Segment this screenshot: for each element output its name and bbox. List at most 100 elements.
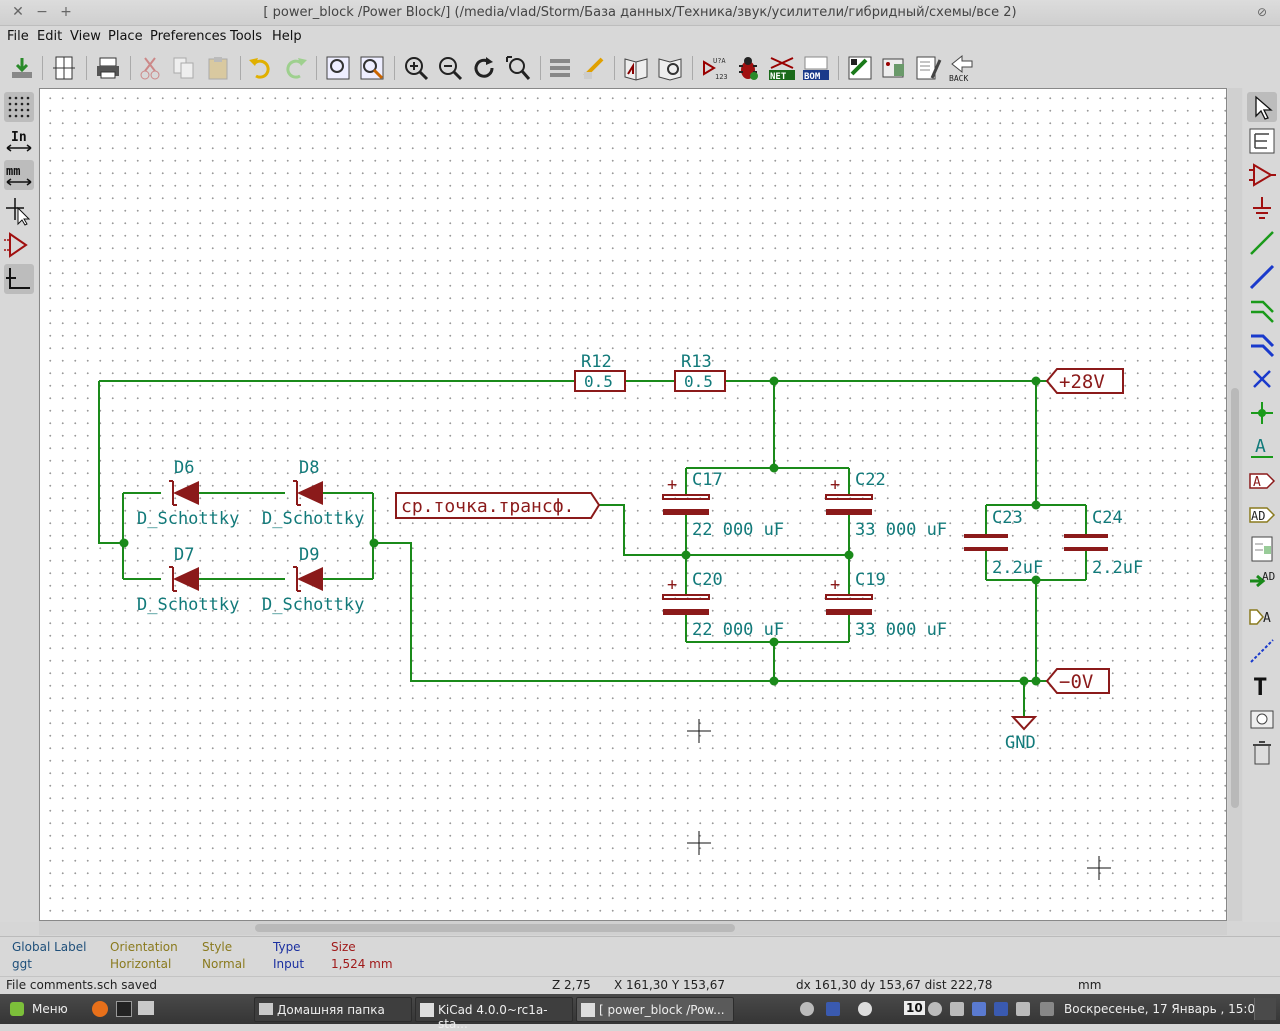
place-global-label-icon[interactable]: A [1247,466,1277,496]
no-connect-icon[interactable] [1247,364,1277,394]
capacitor-c23[interactable]: C23 2.2uF [964,508,1043,578]
netlist-icon[interactable]: NET [768,54,796,82]
shield-icon[interactable] [972,1002,986,1016]
show-desktop-button[interactable] [1254,998,1276,1020]
graphic-line-icon[interactable] [1247,636,1277,666]
cut-icon[interactable] [136,54,164,82]
pen-icon[interactable] [1040,1002,1054,1016]
pcbnew-icon[interactable] [880,54,908,82]
task-eeschema[interactable]: [ power_block /Pow... [576,997,734,1022]
flag-us-icon[interactable] [826,1002,840,1016]
place-bus-icon[interactable] [1247,262,1277,292]
place-junction-icon[interactable] [1247,398,1277,428]
global-label-plus28v[interactable]: +28V [1045,368,1124,394]
zoom-fit-icon[interactable] [504,54,532,82]
redraw-icon[interactable] [470,54,498,82]
resistor-r12[interactable]: R12 0.5 [574,352,626,392]
capacitor-c17[interactable]: + C17 22 000 uF [662,470,784,540]
horizontal-scrollbar[interactable] [39,921,1227,935]
save-schematic-icon[interactable] [8,54,36,82]
horizontal-scroll-thumb[interactable] [255,924,735,932]
maximize-window-button[interactable]: + [60,4,72,20]
place-component-icon[interactable] [1247,160,1277,190]
menu-tools[interactable]: Tools [230,29,263,44]
cvpcb-icon[interactable] [846,54,874,82]
place-hier-label-icon[interactable]: AD [1247,500,1277,530]
zoom-out-icon[interactable] [436,54,464,82]
paste-icon[interactable] [204,54,232,82]
menu-place[interactable]: Place [108,29,143,44]
units-inch-icon[interactable]: In [4,126,34,156]
clock[interactable]: Воскресенье, 17 Январь , 15:04 [1064,1002,1263,1016]
place-text-icon[interactable]: T [1247,670,1277,700]
zoom-in-icon[interactable] [402,54,430,82]
place-net-label-icon[interactable]: A [1247,432,1277,462]
task-kicad[interactable]: KiCad 4.0.0~rc1a-sta... [415,997,573,1031]
find-icon[interactable] [324,54,352,82]
grid-toggle-icon[interactable] [4,92,34,122]
user-icon[interactable] [858,1002,872,1016]
task-home-folder[interactable]: Домашняя папка [254,997,412,1022]
diode-d9[interactable]: D9 D_Schottky [262,545,364,615]
menu-edit[interactable]: Edit [37,29,63,44]
wire-bus-entry-icon[interactable] [1247,296,1277,326]
hierarchy-navigator-icon[interactable] [546,54,574,82]
capacitor-c19[interactable]: + C19 33 000 uF [825,570,947,640]
capacitor-c24[interactable]: C24 2.2uF [1064,508,1143,578]
place-power-icon[interactable] [1247,194,1277,224]
menu-help[interactable]: Help [272,29,302,44]
minimize-window-button[interactable]: − [36,4,48,20]
bom-icon[interactable]: BOM [802,54,830,82]
resistor-r13[interactable]: R13 0.5 [674,352,726,392]
diode-d6[interactable]: D6 D_Schottky [137,458,239,529]
backannotate-icon[interactable] [914,54,942,82]
delete-item-icon[interactable] [1247,738,1277,768]
global-label-transformer-midpoint[interactable]: ср.точка.трансф. [395,492,601,519]
cursor-shape-icon[interactable] [4,196,34,226]
terminal-icon[interactable] [116,1001,132,1017]
accessibility-icon[interactable] [800,1002,814,1016]
print-icon[interactable] [94,54,122,82]
bus-bus-entry-icon[interactable] [1247,330,1277,360]
power-gnd[interactable]: GND [1005,716,1038,753]
orthogonal-wires-icon[interactable] [4,264,34,294]
select-arrow-icon[interactable] [1247,92,1277,122]
menu-preferences[interactable]: Preferences [150,29,227,44]
vertical-scroll-thumb[interactable] [1231,388,1239,808]
schematic-canvas[interactable]: R12 0.5 R13 0.5 D6 D_Schottky D8 D_Schot… [39,88,1227,921]
library-editor-icon[interactable] [622,54,650,82]
close-window-button[interactable]: ✕ [12,4,24,20]
hierarchy-icon[interactable] [1247,126,1277,156]
diode-d8[interactable]: D8 D_Schottky [262,458,364,529]
copy-icon[interactable] [170,54,198,82]
capacitor-c22[interactable]: + C22 33 000 uF [825,470,947,540]
place-wire-icon[interactable] [1247,228,1277,258]
vertical-scrollbar[interactable] [1228,88,1242,921]
units-mm-icon[interactable]: mm [4,160,34,190]
erc-icon[interactable] [734,54,762,82]
place-hier-sheet-icon[interactable] [1247,534,1277,564]
flag-icon[interactable] [994,1002,1008,1016]
files-icon[interactable] [138,1001,154,1015]
settings-gear-icon[interactable] [928,1002,942,1016]
capacitor-c20[interactable]: + C20 22 000 uF [662,570,784,640]
diode-d7[interactable]: D7 D_Schottky [137,545,239,615]
import-sheet-pin-icon[interactable]: AD [1247,568,1277,598]
place-image-icon[interactable] [1247,704,1277,734]
tray-app-icon[interactable] [950,1002,964,1016]
back-icon[interactable]: BACK [948,54,976,82]
restore-icon[interactable]: ⊘ [1256,5,1268,19]
find-replace-icon[interactable] [358,54,386,82]
redo-icon[interactable] [282,54,310,82]
undo-icon[interactable] [246,54,274,82]
hidden-pins-icon[interactable] [4,230,34,260]
menu-file[interactable]: File [7,29,29,44]
keyboard-layout-indicator[interactable]: 10 [904,1001,925,1015]
global-label-minus0v[interactable]: −0V [1045,668,1110,694]
menu-view[interactable]: View [70,29,101,44]
page-settings-icon[interactable] [50,54,78,82]
library-browser-icon[interactable] [656,54,684,82]
mint-menu-icon[interactable] [10,1002,24,1016]
place-sheet-pin-icon[interactable]: A [1247,602,1277,632]
